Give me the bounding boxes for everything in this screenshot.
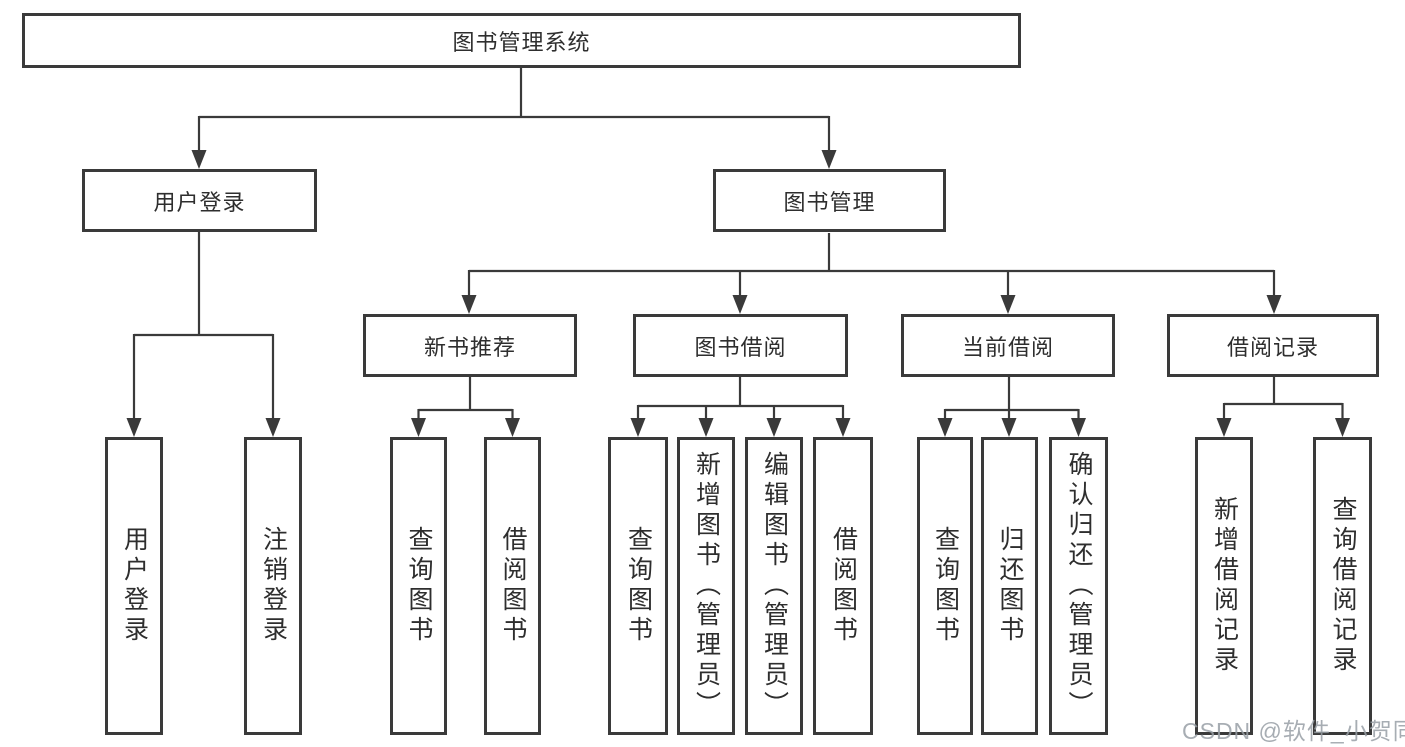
connector-borrowing-records-branch bbox=[1222, 377, 1344, 421]
leaf-query-books: 查询图书 bbox=[917, 437, 973, 735]
arrowhead-icon bbox=[766, 418, 782, 437]
node-label: 图书管理 bbox=[783, 189, 876, 215]
node-book-borrowing: 图书借阅 bbox=[633, 314, 848, 377]
connectors bbox=[132, 68, 1344, 421]
connector-book-borrowing-branch bbox=[636, 377, 845, 421]
node-label: 用户登录 bbox=[153, 189, 246, 215]
arrowheads bbox=[126, 150, 1350, 437]
node-book-management: 图书管理 bbox=[713, 169, 946, 232]
node-label: 借阅图书 bbox=[499, 526, 527, 646]
node-label: 借阅图书 bbox=[829, 526, 858, 646]
connector-book-mgmt-branch bbox=[467, 233, 1276, 298]
arrowhead-icon bbox=[1001, 418, 1017, 437]
node-label: 用户登录 bbox=[120, 526, 149, 646]
arrowhead-icon bbox=[1216, 418, 1232, 437]
leaf-edit-books-admin: 编辑图书（管理员） bbox=[745, 437, 803, 735]
leaf-return-books: 归还图书 bbox=[981, 437, 1038, 735]
arrowhead-icon bbox=[732, 295, 748, 314]
node-label: 注销登录 bbox=[259, 526, 288, 646]
node-label: 确认归还（管理员） bbox=[1065, 451, 1093, 721]
connector-current-borrowing-branch bbox=[943, 377, 1080, 421]
node-current-borrowing: 当前借阅 bbox=[901, 314, 1115, 377]
leaf-add-borrow-record: 新增借阅记录 bbox=[1195, 437, 1253, 735]
node-label: 新书推荐 bbox=[423, 334, 516, 360]
arrowhead-icon bbox=[1000, 295, 1016, 314]
watermark: CSDN @软件_小贺同学 bbox=[1182, 718, 1405, 744]
arrowhead-icon bbox=[698, 418, 714, 437]
connector-root-branch bbox=[197, 68, 831, 153]
arrowhead-icon bbox=[821, 150, 837, 169]
arrowhead-icon bbox=[411, 418, 426, 437]
arrowhead-icon bbox=[835, 418, 851, 437]
node-label: 查询图书 bbox=[931, 526, 960, 646]
arrowhead-icon bbox=[1335, 418, 1350, 437]
node-label: 新增借阅记录 bbox=[1210, 496, 1239, 676]
node-label: 归还图书 bbox=[996, 526, 1024, 646]
leaf-confirm-return-admin: 确认归还（管理员） bbox=[1049, 437, 1108, 735]
node-new-book-recommend: 新书推荐 bbox=[363, 314, 577, 377]
node-label: 查询图书 bbox=[405, 526, 433, 646]
leaf-borrow-books: 借阅图书 bbox=[484, 437, 541, 735]
leaf-user-login: 用户登录 bbox=[105, 437, 163, 735]
leaf-add-books-admin: 新增图书（管理员） bbox=[677, 437, 735, 735]
node-label: 图书借阅 bbox=[694, 334, 787, 360]
arrowhead-icon bbox=[461, 295, 477, 314]
node-label: 当前借阅 bbox=[961, 334, 1054, 360]
node-label: 借阅记录 bbox=[1226, 334, 1319, 360]
node-user-login: 用户登录 bbox=[82, 169, 317, 232]
arrowhead-icon bbox=[505, 418, 520, 437]
node-label: 图书管理系统 bbox=[452, 29, 591, 55]
arrowhead-icon bbox=[630, 418, 646, 437]
leaf-borrow-books: 借阅图书 bbox=[813, 437, 873, 735]
leaf-logout: 注销登录 bbox=[244, 437, 302, 735]
node-label: 查询图书 bbox=[624, 526, 653, 646]
leaf-query-borrow-record: 查询借阅记录 bbox=[1313, 437, 1372, 735]
arrowhead-icon bbox=[1266, 295, 1282, 314]
arrowhead-icon bbox=[937, 418, 953, 437]
node-label: 编辑图书（管理员） bbox=[760, 451, 789, 721]
arrowhead-icon bbox=[265, 418, 281, 437]
arrowhead-icon bbox=[191, 150, 207, 169]
leaf-query-books: 查询图书 bbox=[608, 437, 668, 735]
leaf-query-books: 查询图书 bbox=[390, 437, 447, 735]
arrowhead-icon bbox=[1071, 418, 1086, 437]
arrowhead-icon bbox=[126, 418, 142, 437]
connector-new-book-branch bbox=[417, 377, 514, 421]
node-label: 新增图书（管理员） bbox=[692, 451, 721, 721]
node-label: 查询借阅记录 bbox=[1329, 496, 1357, 676]
node-root: 图书管理系统 bbox=[22, 13, 1021, 68]
node-borrowing-records: 借阅记录 bbox=[1167, 314, 1379, 377]
connector-user-login-branch bbox=[132, 232, 275, 421]
